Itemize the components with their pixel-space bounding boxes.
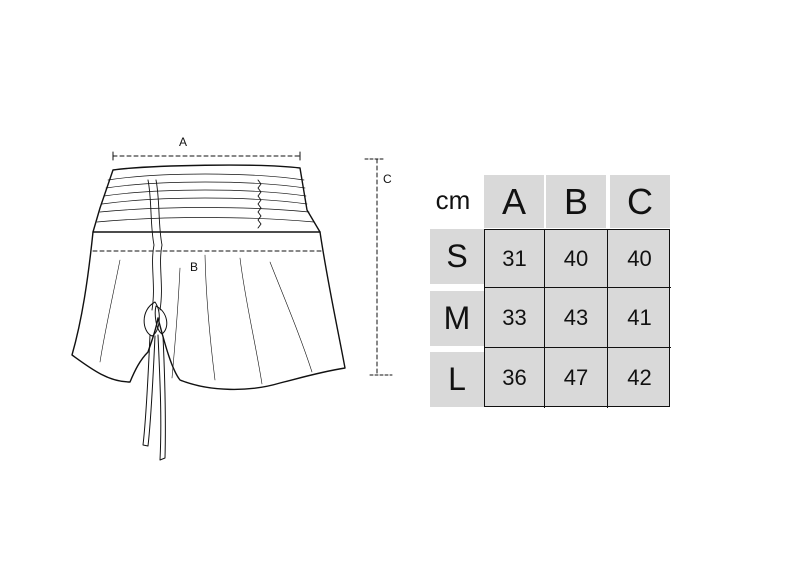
side-seam	[257, 179, 262, 229]
ruching-line	[101, 197, 308, 205]
ruching-line	[105, 181, 306, 189]
row-header-l: L	[430, 352, 484, 407]
fold-line	[204, 254, 216, 381]
tie-string	[142, 334, 156, 447]
value-cell: 33	[485, 288, 545, 348]
value-cell: 40	[545, 230, 608, 288]
tie-loop	[143, 301, 160, 337]
fold-line	[171, 267, 181, 379]
value-cell: 47	[545, 348, 608, 408]
unit-label: cm	[435, 184, 471, 215]
dimension-b-label: B	[190, 260, 198, 274]
dimension-a-label: A	[179, 135, 187, 149]
tie-loop	[154, 305, 168, 335]
row-header-m: M	[430, 291, 484, 346]
row-header-s: S	[430, 229, 484, 284]
skirt-body-outline	[71, 231, 346, 391]
column-header-a: A	[484, 175, 544, 228]
dimension-c-label: C	[383, 172, 392, 186]
drawstring-channel	[155, 179, 163, 311]
value-cell: 41	[608, 288, 671, 348]
drawstring-channel	[147, 179, 155, 311]
value-cell: 40	[608, 230, 671, 288]
ruching-line	[103, 189, 307, 197]
value-cell: 43	[545, 288, 608, 348]
column-header-b: B	[546, 175, 606, 228]
value-cell: 42	[627, 365, 652, 390]
waistband-outline	[92, 164, 321, 233]
value-cell: 36	[485, 348, 545, 408]
value-cell: 31	[485, 230, 545, 288]
tie-string	[157, 334, 166, 461]
fold-line	[269, 261, 313, 373]
column-header-c: C	[610, 175, 670, 228]
ruching-line	[107, 173, 305, 181]
size-value-grid: 31 40 40 33 43 41 36 47 42	[484, 229, 671, 408]
ruching-line	[99, 207, 310, 213]
ruching-line	[96, 217, 315, 223]
fold-line	[99, 259, 121, 363]
skirt-technical-drawing: A B C	[71, 135, 393, 461]
fold-line	[239, 257, 263, 385]
